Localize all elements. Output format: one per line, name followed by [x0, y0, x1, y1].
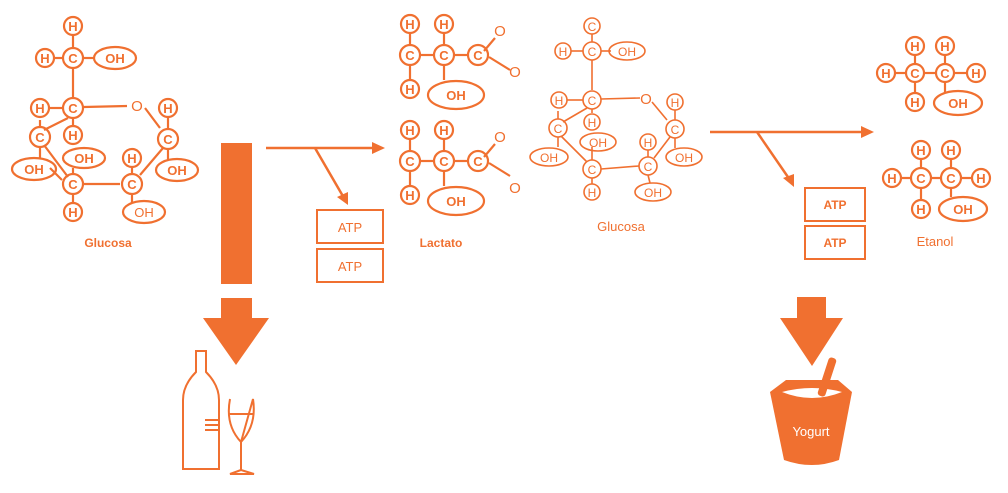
svg-text:C: C [940, 66, 950, 81]
svg-text:H: H [405, 188, 414, 203]
svg-text:H: H [555, 94, 564, 108]
svg-text:H: H [910, 95, 919, 110]
svg-text:H: H [127, 151, 136, 166]
svg-text:H: H [68, 205, 77, 220]
svg-text:O: O [494, 23, 506, 40]
svg-text:C: C [68, 101, 78, 116]
svg-text:H: H [405, 82, 414, 97]
svg-text:H: H [68, 128, 77, 143]
lactate-molecule-bottom: H H C C C O O H OH [398, 119, 521, 217]
atom-h: H [40, 51, 49, 66]
svg-text:O: O [640, 91, 652, 108]
pathway-bar [221, 143, 252, 284]
svg-text:H: H [971, 66, 980, 81]
svg-text:C: C [916, 171, 926, 186]
svg-text:C: C [588, 20, 597, 34]
svg-text:H: H [588, 116, 597, 130]
svg-text:OH: OH [644, 186, 662, 200]
svg-text:C: C [910, 66, 920, 81]
svg-text:C: C [588, 94, 597, 108]
atp-box-left-2: ATP [316, 248, 384, 283]
svg-text:H: H [910, 39, 919, 54]
svg-text:C: C [68, 177, 78, 192]
glucose-caption-left: Glucosa [84, 236, 132, 250]
atp-box-right-1: ATP [804, 187, 866, 222]
svg-text:H: H [439, 123, 448, 138]
svg-text:C: C [35, 130, 45, 145]
svg-text:H: H [644, 136, 653, 150]
svg-text:OH: OH [446, 194, 466, 209]
atp-box-right-2: ATP [804, 225, 866, 260]
svg-text:OH: OH [74, 151, 94, 166]
glucose-molecule-left: H H C OH H C O H C H C OH H OH OH C C H … [10, 15, 200, 225]
svg-text:C: C [473, 154, 483, 169]
svg-text:H: H [946, 143, 955, 158]
svg-text:OH: OH [446, 88, 466, 103]
atom-c: C [68, 51, 78, 66]
svg-text:OH: OH [618, 45, 636, 59]
down-arrow-left [203, 298, 269, 365]
atom-oh: OH [105, 51, 125, 66]
svg-text:H: H [68, 19, 77, 34]
svg-text:C: C [588, 163, 597, 177]
svg-text:H: H [588, 186, 597, 200]
svg-text:C: C [439, 154, 449, 169]
down-arrow-right [780, 297, 843, 366]
svg-text:C: C [946, 171, 956, 186]
svg-text:H: H [35, 101, 44, 116]
svg-text:H: H [163, 101, 172, 116]
ethanol-molecule-top: H H H C C H H OH [875, 35, 987, 117]
svg-text:OH: OH [953, 202, 973, 217]
svg-text:C: C [163, 132, 173, 147]
atom-o-ring: O [131, 98, 143, 115]
svg-text:H: H [916, 143, 925, 158]
svg-text:C: C [439, 48, 449, 63]
wine-bottle-glass-icon [182, 350, 255, 475]
svg-text:C: C [671, 123, 680, 137]
lactate-molecule-top: H H C C C O O H OH [398, 13, 521, 111]
svg-text:H: H [881, 66, 890, 81]
svg-text:C: C [588, 45, 597, 59]
svg-text:C: C [127, 177, 137, 192]
svg-text:ATP: ATP [338, 259, 362, 274]
svg-text:ATP: ATP [823, 236, 846, 250]
svg-text:C: C [473, 48, 483, 63]
glucose-caption-center: Glucosa [597, 219, 645, 234]
svg-text:H: H [940, 39, 949, 54]
ethanol-molecule-bottom: H H H C C H H OH [881, 139, 992, 223]
svg-text:H: H [559, 45, 568, 59]
svg-text:C: C [554, 122, 563, 136]
yogurt-cup-icon: Yogurt [770, 357, 852, 465]
glucose-molecule-center: C H C OH H C O H C H C OH H OH OH C C H … [529, 17, 703, 202]
atp-box-left-1: ATP [316, 209, 384, 244]
svg-text:C: C [644, 160, 653, 174]
svg-text:ATP: ATP [823, 198, 846, 212]
svg-text:H: H [976, 171, 985, 186]
svg-text:H: H [405, 17, 414, 32]
svg-text:C: C [405, 48, 415, 63]
svg-text:OH: OH [948, 96, 968, 111]
svg-text:ATP: ATP [338, 220, 362, 235]
svg-text:H: H [671, 96, 680, 110]
svg-text:OH: OH [540, 151, 558, 165]
svg-text:O: O [509, 64, 521, 81]
svg-text:O: O [494, 129, 506, 146]
svg-text:O: O [509, 180, 521, 197]
svg-text:H: H [916, 202, 925, 217]
svg-text:OH: OH [24, 162, 44, 177]
svg-text:C: C [405, 154, 415, 169]
yogurt-label: Yogurt [792, 424, 829, 439]
svg-text:OH: OH [589, 136, 607, 150]
svg-text:H: H [439, 17, 448, 32]
svg-text:H: H [887, 171, 896, 186]
svg-text:OH: OH [675, 151, 693, 165]
svg-text:H: H [405, 123, 414, 138]
svg-text:OH: OH [167, 163, 187, 178]
lactate-caption: Lactato [420, 236, 463, 250]
ethanol-caption: Etanol [917, 234, 954, 249]
svg-text:OH: OH [134, 205, 154, 220]
